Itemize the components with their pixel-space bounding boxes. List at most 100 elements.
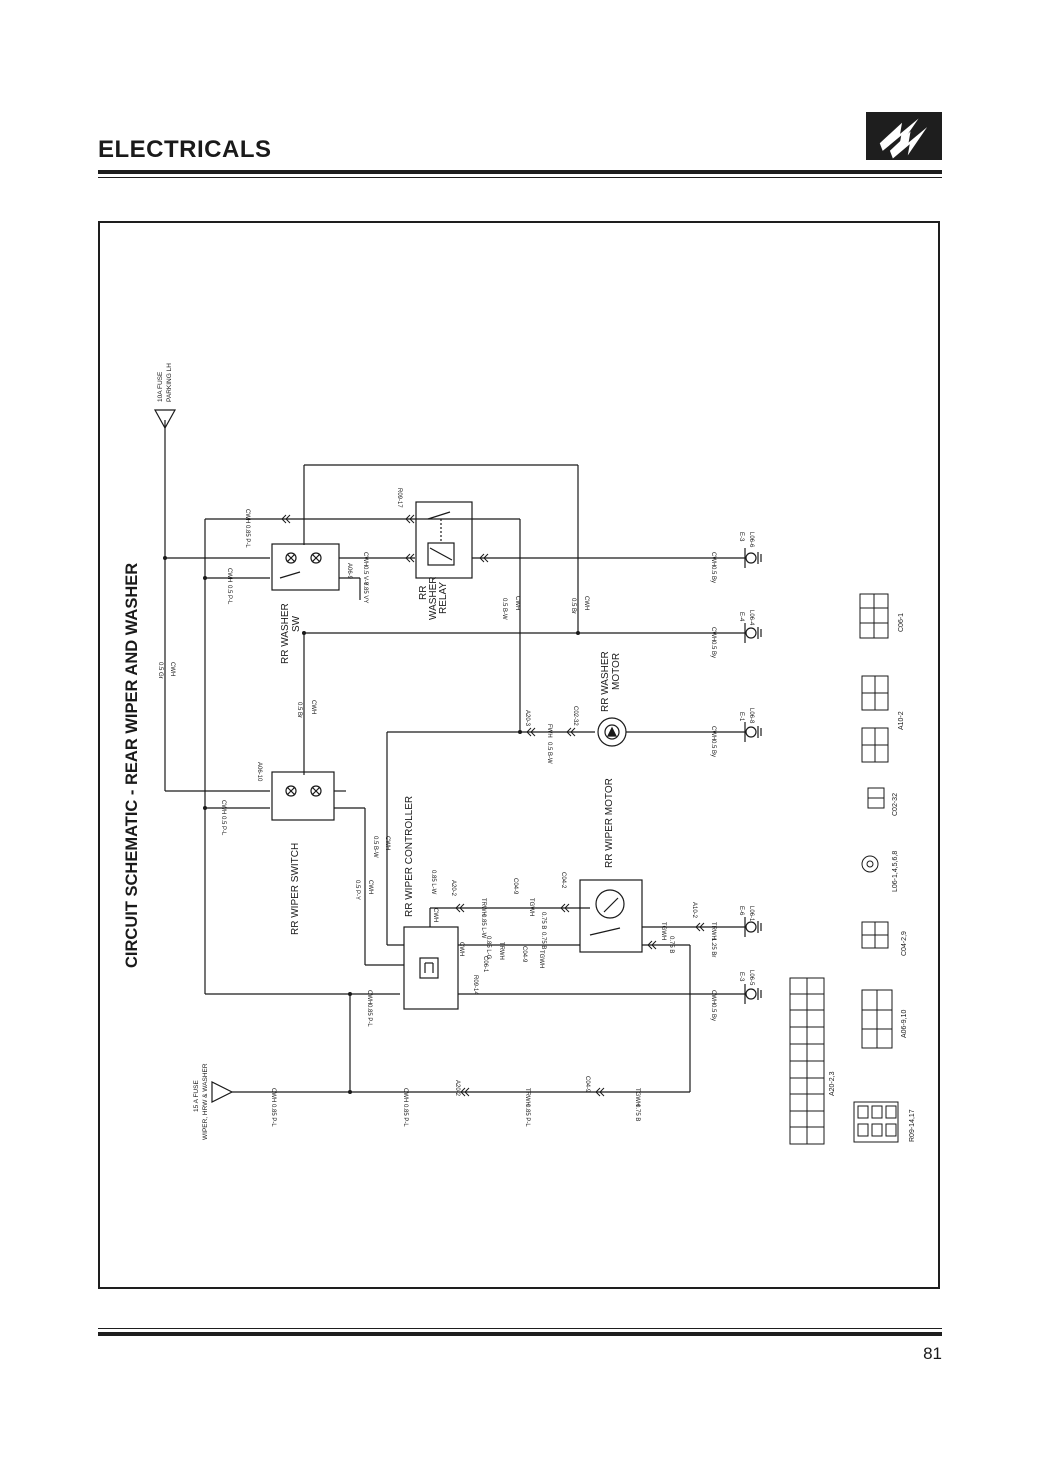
wire-label: CWH	[362, 552, 368, 566]
connector-a10-2: A10-2	[898, 711, 905, 730]
wire-label: 0.5 Br	[570, 598, 576, 614]
wire-label: 0.85 VY	[362, 582, 368, 603]
wire-label: TGWH	[660, 922, 666, 940]
wire-label: CWH	[710, 726, 716, 740]
fuse-wiper-label-2: WIPER, HRW & WASHER	[202, 1063, 209, 1140]
wire-label: A20-2	[450, 880, 456, 897]
washer-sw-label-2: SW	[291, 615, 302, 632]
wire-label: L06-1	[748, 906, 754, 922]
wire-label: C04-9	[512, 878, 518, 895]
wire-label: CWH	[169, 662, 175, 676]
connector-l06: L06-1,4,5,6,8	[892, 851, 899, 892]
wire-label: L06-8	[748, 708, 754, 724]
wire-label: 0.5 By	[710, 641, 716, 658]
wire-label: 0.85 L-G	[485, 936, 491, 960]
wire-label: R09-14	[472, 975, 478, 995]
footer-rule	[98, 1332, 942, 1336]
wire-label: C04-9	[584, 1076, 590, 1093]
wire-label: 0.85 L-W	[480, 914, 486, 939]
wire-label: TRWH	[480, 898, 486, 916]
wire-label: CWH	[270, 1088, 276, 1102]
connector-a20: A20-2,3	[829, 1071, 836, 1096]
wire-label: E-6	[738, 906, 744, 916]
wire-label: CWH	[432, 908, 438, 922]
wire-label: 0.5 B-W	[501, 598, 507, 620]
washer-sw-label-1: RR WASHER	[280, 603, 291, 664]
schematic-title: CIRCUIT SCHEMATIC - REAR WIPER AND WASHE…	[123, 563, 141, 968]
wire-label: L06-5	[748, 970, 754, 986]
wire-label: E-3	[738, 972, 744, 982]
wire-label: 0.5 P-L	[226, 585, 232, 605]
wiper-switch-label: RR WIPER SWITCH	[290, 843, 301, 935]
wire-label: E-3	[738, 532, 744, 542]
wire-label: 0.85 P-L	[524, 1104, 530, 1127]
washer-relay-label-3: RELAY	[438, 582, 449, 614]
wire-label: C04-9	[521, 946, 527, 963]
wire-label: L06-4	[748, 610, 754, 626]
washer-relay-label-2: WASHER	[428, 576, 439, 620]
wire-label: R09-17	[396, 488, 402, 508]
connector-diagrams	[789, 593, 899, 1145]
wire-label: TGWH	[634, 1088, 640, 1106]
wire-label: CWH	[710, 627, 716, 641]
wire-label: C06-1	[482, 956, 488, 973]
electrical-logo	[866, 112, 942, 160]
footer-rule-thin	[98, 1328, 942, 1329]
wire-label: 0.5 P-L	[220, 816, 226, 836]
wire-label: 0.75 B	[668, 936, 674, 953]
wire-label: 0.5 B-W	[546, 742, 552, 764]
wiper-motor-label: RR WIPER MOTOR	[604, 778, 615, 868]
wire-label: CWH	[384, 836, 390, 850]
wire-label: 0.5 P-Y	[354, 880, 360, 900]
page-title: ELECTRICALS	[98, 136, 272, 163]
wire-label: C02-32	[572, 706, 578, 726]
fuse-parking-label-1: 10A FUSE	[157, 371, 164, 402]
wire-label: 0.5 V-Y	[362, 566, 368, 586]
wire-label: 1.25 Br	[710, 938, 716, 957]
connector-r09: R09-14,17	[909, 1109, 916, 1142]
wire-label: 0.5 By	[710, 566, 716, 583]
wire-label: A06-9	[346, 563, 352, 580]
wire-label: CWH	[710, 990, 716, 1004]
schematic-frame	[98, 221, 940, 1289]
wire-label: 0.75 B	[540, 912, 546, 929]
wire-label: A06-10	[256, 762, 262, 782]
washer-motor-label-1: RR WASHER	[600, 651, 611, 712]
wire-label: CWH	[583, 596, 589, 610]
wire-label: 0.5 Gr	[157, 662, 163, 679]
wire-label: C04-2	[560, 872, 566, 889]
wire-label: TRWH	[498, 942, 504, 960]
wire-label: CWH	[402, 1088, 408, 1102]
wire-label: A20-2	[454, 1080, 460, 1097]
wire-label: CWH	[244, 509, 250, 523]
page-number: 81	[923, 1344, 942, 1363]
wire-label: TGWH	[528, 898, 534, 916]
wire-label: E-4	[738, 612, 744, 622]
wire-label: 0.85 P-L	[366, 1004, 372, 1027]
wire-label: A20-3	[524, 710, 530, 727]
wire-label: CWH	[514, 596, 520, 610]
wire-label: 0.5 By	[710, 1004, 716, 1021]
connector-c06-1: C06-1	[898, 613, 905, 632]
wire-label: 0.85 P-L	[402, 1104, 408, 1127]
wire-label: FWH	[546, 724, 552, 738]
washer-relay-label-1: RR	[418, 586, 429, 600]
wire-label: CWH	[220, 800, 226, 814]
wire-label: L06-6	[748, 532, 754, 548]
wire-label: 0.75 B	[540, 932, 546, 949]
wire-label: 0.85 L-W	[430, 870, 436, 895]
wire-label: CWH	[310, 700, 316, 714]
wire-label: E-1	[738, 712, 744, 722]
wire-label: 0.5 By	[710, 740, 716, 757]
wire-label: CWH	[710, 552, 716, 566]
wire-label: 0.5 Br	[296, 702, 302, 718]
wire-label: CWH	[366, 990, 372, 1004]
connector-c04: C04-2,9	[901, 931, 908, 956]
wire-label: 0.85 P-L	[244, 525, 250, 548]
fuse-parking-label-2: PARKING LH	[166, 363, 173, 402]
fuse-wiper-label-1: 15 A FUSE	[193, 1080, 200, 1112]
wire-label: TRWH	[710, 922, 716, 940]
wire-label: 0.5 B-W	[372, 836, 378, 858]
